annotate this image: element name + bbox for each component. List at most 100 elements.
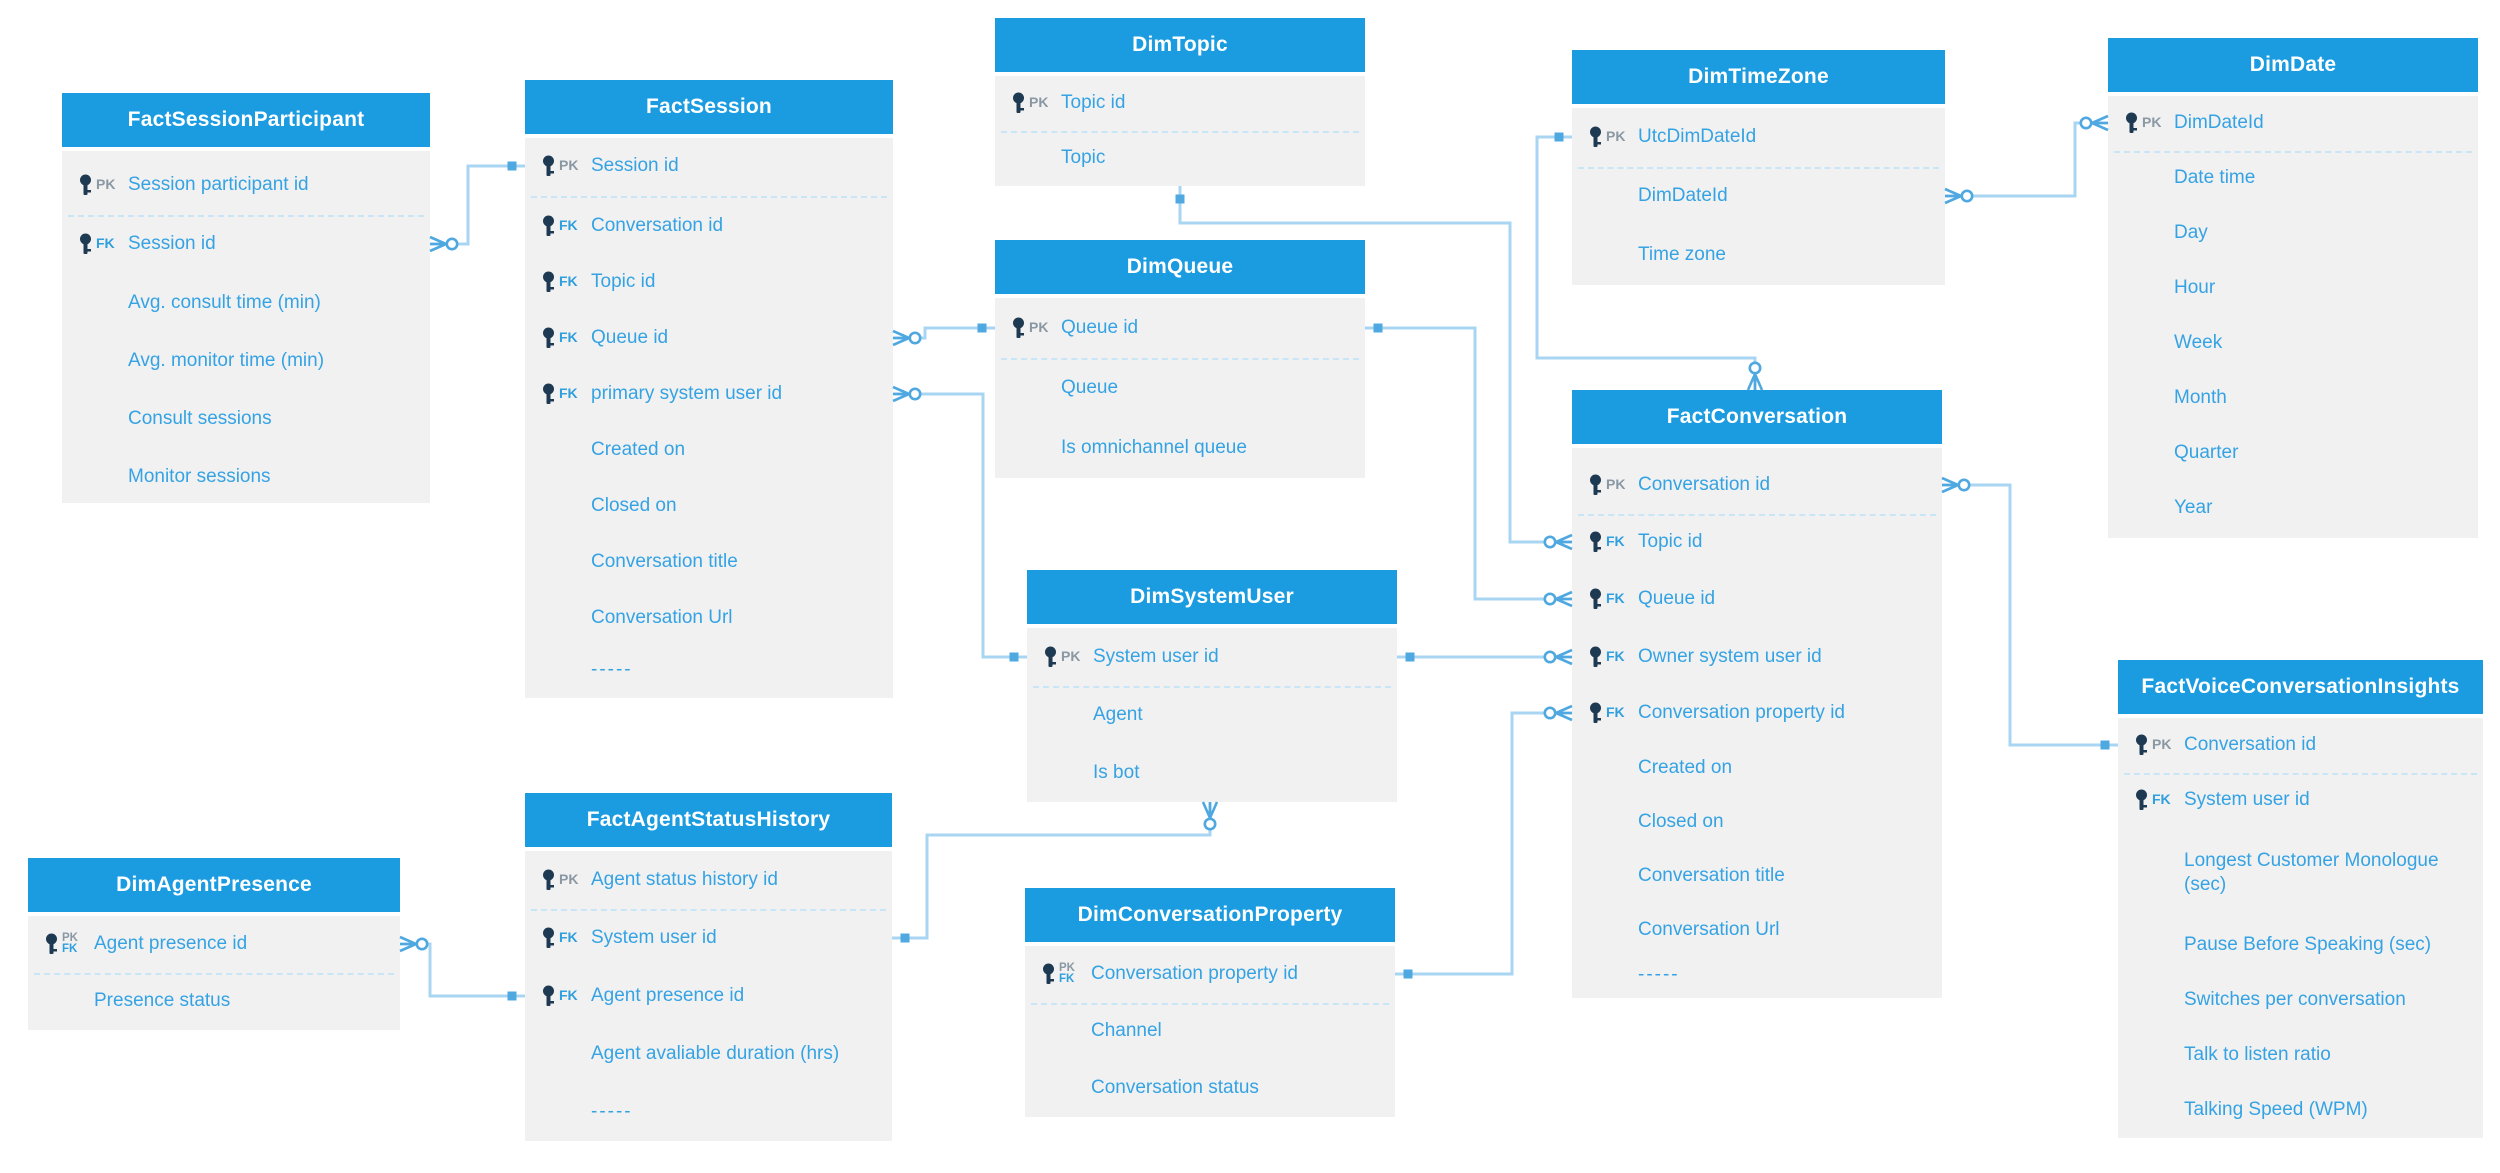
key-icon: FK (541, 327, 591, 350)
field-row[interactable]: Talking Speed (WPM) (2118, 1090, 2483, 1130)
field-row[interactable]: ----- (525, 650, 893, 690)
field-row[interactable]: Conversation Url (525, 598, 893, 638)
relationship-line (1395, 704, 1573, 979)
zero-cardinality-icon (445, 237, 459, 251)
field-row[interactable]: Pause Before Speaking (sec) (2118, 925, 2483, 965)
table-header[interactable]: DimAgentPresence (28, 858, 400, 916)
key-icon: PK (1588, 474, 1638, 497)
key-icon: PK (541, 155, 591, 178)
field-row[interactable]: Avg. monitor time (min) (62, 341, 430, 381)
field-row[interactable]: Longest Customer Monologue (sec) (2118, 836, 2483, 910)
field-row[interactable]: Quarter (2108, 433, 2478, 473)
field-row[interactable]: Created on (1572, 748, 1942, 788)
field-row[interactable]: Presence status (28, 981, 400, 1021)
field-row[interactable]: Year (2108, 488, 2478, 528)
key-type-label: PK (1606, 476, 1626, 492)
field-row[interactable]: Conversation Url (1572, 910, 1942, 950)
field-row[interactable]: Agent (1027, 695, 1397, 735)
field-row[interactable]: Topic (995, 138, 1365, 178)
field-row[interactable]: Week (2108, 323, 2478, 363)
field-row[interactable]: DimDateId (1572, 176, 1945, 216)
table-header[interactable]: FactVoiceConversationInsights (2118, 660, 2483, 718)
field-row[interactable]: Avg. consult time (min) (62, 283, 430, 323)
field-row[interactable]: Agent avaliable duration (hrs) (525, 1034, 892, 1074)
field-row[interactable]: Month (2108, 378, 2478, 418)
field-row[interactable]: Date time (2108, 158, 2478, 198)
field-label: Channel (1091, 1020, 1162, 1041)
field-row[interactable]: Monitor sessions (62, 457, 430, 497)
field-row[interactable]: Switches per conversation (2118, 980, 2483, 1020)
field-row[interactable]: Is omnichannel queue (995, 428, 1365, 468)
table-header[interactable]: FactConversation (1572, 390, 1942, 448)
field-row[interactable]: Channel (1025, 1011, 1395, 1051)
field-label: Talking Speed (WPM) (2184, 1099, 2368, 1120)
field-row[interactable]: Conversation title (525, 542, 893, 582)
table-header[interactable]: DimQueue (995, 240, 1365, 298)
field-row[interactable]: Closed on (1572, 802, 1942, 842)
table-header[interactable]: FactSession (525, 80, 893, 138)
table-header[interactable]: DimConversationProperty (1025, 888, 1395, 946)
table-header[interactable]: FactAgentStatusHistory (525, 793, 892, 851)
field-row[interactable]: Queue (995, 368, 1365, 408)
field-row[interactable]: Is bot (1027, 753, 1397, 793)
field-label: ----- (591, 659, 633, 680)
field-row[interactable]: Closed on (525, 486, 893, 526)
field-row[interactable]: Talk to listen ratio (2118, 1035, 2483, 1075)
field-row[interactable]: Day (2108, 213, 2478, 253)
field-row[interactable]: Conversation status (1025, 1068, 1395, 1108)
table-header[interactable]: DimTimeZone (1572, 50, 1945, 108)
key-icon: FK (541, 383, 591, 406)
key-type-label: PK (559, 157, 579, 173)
table-header[interactable]: DimSystemUser (1027, 570, 1397, 628)
table-header[interactable]: FactSessionParticipant (62, 93, 430, 151)
table-header[interactable]: DimDate (2108, 38, 2478, 96)
field-row[interactable]: Hour (2108, 268, 2478, 308)
field-row[interactable]: Conversation title (1572, 856, 1942, 896)
field-row[interactable]: ----- (525, 1092, 892, 1132)
field-row[interactable]: ----- (1572, 955, 1942, 995)
field-row[interactable]: Time zone (1572, 235, 1945, 275)
field-label: DimDateId (1638, 185, 1728, 206)
table-header[interactable]: DimTopic (995, 18, 1365, 76)
field-row[interactable]: Consult sessions (62, 399, 430, 439)
field-row[interactable]: Created on (525, 430, 893, 470)
one-cardinality-icon (1554, 132, 1564, 142)
